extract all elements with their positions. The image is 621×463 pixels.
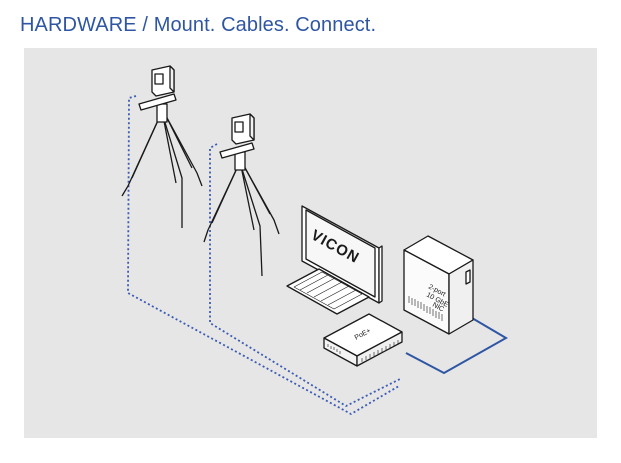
- keyboard: [286, 268, 370, 315]
- camera-1-tripod: [121, 65, 203, 228]
- pc-vent: [408, 296, 443, 321]
- tripod-2-head: [219, 142, 255, 159]
- monitor: [286, 205, 383, 315]
- hardware-diagram: VICON 2-port 10 GbE NIC PoE+: [121, 65, 509, 416]
- pc-tower: [403, 235, 474, 335]
- poe-switch: [323, 313, 403, 367]
- uplink-cable: [405, 317, 509, 375]
- switch-side: [356, 331, 403, 367]
- tripod-2-legs: [203, 165, 280, 277]
- hardware-diagram-panel: VICON 2-port 10 GbE NIC PoE+: [24, 48, 597, 438]
- camera-2-lens: [234, 121, 244, 133]
- keyboard-keys: [293, 271, 363, 310]
- tripod-2-column: [234, 151, 246, 171]
- camera-1-lens: [154, 73, 164, 85]
- page-title: HARDWARE / Mount. Cables. Connect.: [20, 14, 377, 36]
- camera-1-cable: [127, 95, 400, 416]
- tripod-1-column: [156, 103, 168, 123]
- camera-2-cable: [209, 143, 403, 408]
- pc-label-line-3: NIC: [431, 302, 445, 314]
- tripod-1-legs: [121, 115, 203, 228]
- camera-2-tripod: [203, 113, 280, 277]
- camera-cables: [127, 95, 403, 416]
- tripod-1-head: [138, 93, 177, 111]
- switch-ports: [327, 340, 399, 362]
